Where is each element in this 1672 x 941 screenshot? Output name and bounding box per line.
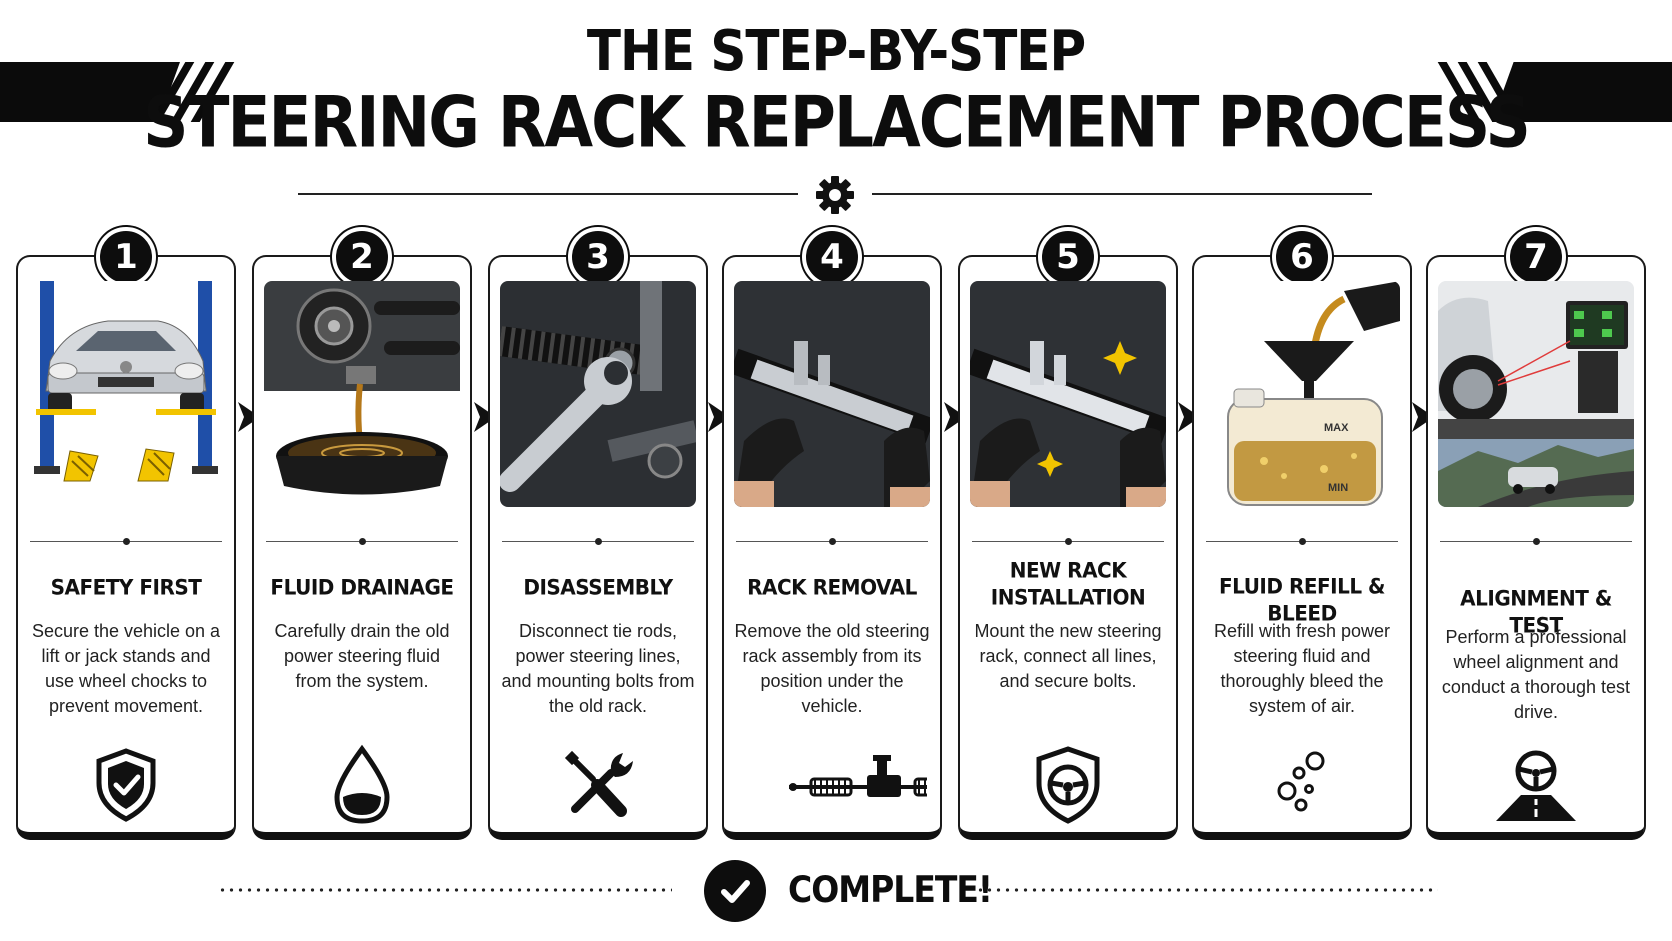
step-description: Secure the vehicle on a lift or jack sta…	[31, 621, 221, 716]
step-arrow-icon	[1412, 402, 1434, 432]
card-divider	[1440, 538, 1632, 545]
step-card-7: 7 ALIGNMENT & TEST Perform a professi	[1426, 227, 1646, 840]
title-rule-right	[872, 193, 1372, 195]
footer-dots-right	[976, 888, 1438, 892]
step-card-3: 3 DISASSEMBLY Disconnect tie rods, power…	[488, 227, 708, 840]
steering-wheel-road-icon	[1496, 750, 1576, 821]
step-number-badge: 6	[1272, 227, 1332, 287]
step-title: FLUID DRAINAGE	[270, 574, 454, 600]
alignment-test-photo	[1438, 281, 1634, 507]
check-circle-icon	[704, 860, 766, 922]
card-divider	[30, 538, 222, 545]
card-divider	[1206, 538, 1398, 545]
shield-steering-wheel-icon	[1036, 746, 1100, 824]
page-title-line-1: THE STEP-BY-STEP	[586, 18, 1086, 84]
footer-dots-left	[218, 888, 672, 892]
step-number-badge: 5	[1038, 227, 1098, 287]
step-card-1: 1 SAFETY FIRST Secure the vehicle on a l…	[16, 227, 236, 840]
step-card-5: 5 NEW RACK INSTALLATION Mount the new st…	[958, 227, 1178, 840]
header-bar-right	[1492, 62, 1672, 122]
air-bubbles-icon	[1277, 751, 1325, 812]
step-title: ALIGNMENT & TEST	[1460, 585, 1612, 638]
reservoir-max-label: MAX	[1324, 422, 1349, 434]
step-description: Mount the new steering rack, connect all…	[974, 621, 1162, 691]
step-title: DISASSEMBLY	[523, 574, 673, 600]
step-arrow-icon	[1178, 402, 1200, 432]
header-bar-left	[0, 62, 180, 122]
steering-rack-icon	[789, 755, 927, 797]
reservoir-min-label: MIN	[1328, 482, 1348, 494]
step-card-4: 4 RACK REMOVAL Remove the old steering r…	[722, 227, 942, 840]
fluid-drop-icon	[334, 744, 390, 824]
step-number-badge: 2	[332, 227, 392, 287]
card-divider	[736, 538, 928, 545]
step-description: Perform a professional wheel alignment a…	[1441, 627, 1631, 722]
step-title: NEW RACK INSTALLATION	[990, 557, 1146, 610]
step-title: SAFETY FIRST	[50, 574, 202, 600]
step-card-6: 6 MAX MIN FLUID REFILL & BLEED Refill wi…	[1192, 227, 1412, 840]
fluid-drain-photo	[264, 281, 460, 507]
car-on-lift-photo	[28, 281, 224, 507]
step-card-2: 2 FLUID DRAINAGE Carefully drain the old…	[252, 227, 472, 840]
title-rule-left	[298, 193, 798, 195]
step-description: Carefully drain the old power steering f…	[274, 621, 450, 691]
step-description: Refill with fresh power steering fluid a…	[1213, 621, 1391, 716]
card-divider	[502, 538, 694, 545]
rack-removal-photo	[734, 281, 930, 507]
step-arrow-icon	[238, 402, 260, 432]
page-title-line-2: STEERING RACK REPLACEMENT PROCESS	[143, 81, 1531, 164]
step-arrow-icon	[944, 402, 966, 432]
gear-icon	[816, 176, 854, 214]
step-arrow-icon	[708, 402, 730, 432]
step-title: RACK REMOVAL	[747, 574, 917, 600]
step-description: Disconnect tie rods, power steering line…	[501, 621, 695, 716]
step-arrow-icon	[474, 402, 496, 432]
step-number-badge: 4	[802, 227, 862, 287]
complete-label: COMPLETE!	[788, 868, 993, 911]
new-rack-install-photo	[970, 281, 1166, 507]
wrench-screwdriver-icon	[564, 750, 633, 817]
card-divider	[266, 538, 458, 545]
step-number-badge: 7	[1506, 227, 1566, 287]
fluid-refill-photo: MAX MIN	[1204, 281, 1400, 507]
step-number-badge: 3	[568, 227, 628, 287]
step-title: FLUID REFILL & BLEED	[1219, 573, 1386, 626]
step-description: Remove the old steering rack assembly fr…	[734, 621, 930, 716]
wrench-disassembly-photo	[500, 281, 696, 507]
step-number-badge: 1	[96, 227, 156, 287]
shield-check-icon	[96, 748, 156, 822]
card-divider	[972, 538, 1164, 545]
